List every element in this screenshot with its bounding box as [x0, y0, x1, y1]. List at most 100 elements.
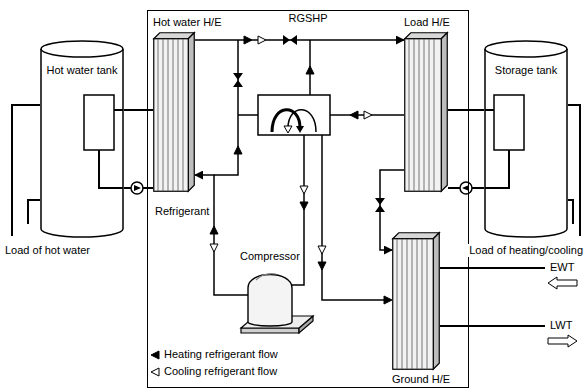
- suction-stub: [240, 294, 248, 296]
- legend: Heating refrigerant flowCooling refriger…: [150, 346, 278, 380]
- heat-exchanger-shape: [153, 32, 195, 192]
- pump-symbol: [462, 185, 469, 191]
- plate-front: [393, 239, 434, 370]
- valve-symbols: [233, 35, 385, 212]
- hot-water-tank: Hot water tank: [40, 40, 124, 238]
- heat-exchanger: Load H/E: [404, 32, 448, 192]
- compressor-shape: [240, 266, 314, 340]
- hollow-arrow: [548, 277, 577, 289]
- plate-top: [393, 233, 440, 239]
- load-label: Load of heating/cooling: [468, 244, 584, 257]
- component-label: Load H/E: [404, 16, 450, 29]
- coil-pipe: [99, 110, 123, 188]
- legend-symbol: [150, 367, 160, 377]
- refrigerant-pipe: [214, 40, 258, 175]
- valve-symbol: [375, 198, 385, 212]
- pump-symbol: [460, 182, 472, 194]
- heat-exchanger-shape: [404, 32, 448, 192]
- plate-top: [405, 33, 448, 39]
- flow-arrow: [300, 202, 308, 210]
- water-pipe: [568, 105, 580, 236]
- coil: [494, 95, 524, 150]
- refrigerant-pipes: [214, 40, 404, 300]
- flow-arrow: [244, 36, 252, 44]
- flow-arrows: [210, 36, 392, 304]
- pipe-label: Refrigerant: [154, 205, 210, 218]
- plate-top: [154, 33, 195, 39]
- refrigerant-line: [195, 175, 240, 295]
- heat-exchanger: Hot water H/E: [153, 32, 195, 192]
- flow-arrow: [210, 226, 218, 234]
- plate-side: [441, 33, 447, 192]
- flow-arrow: [306, 66, 314, 74]
- water-pipe: [28, 200, 40, 224]
- hollow-arrow: [548, 335, 577, 347]
- legend-arrow: [151, 368, 159, 376]
- legend-text: Heating refrigerant flow: [164, 348, 278, 361]
- heat-pump-housing: RGSHPHot water H/ELoad H/ECompressorGrou…: [147, 10, 469, 388]
- tank-rim: [485, 49, 567, 57]
- coil: [84, 95, 114, 150]
- legend-row: Cooling refrigerant flow: [150, 363, 278, 380]
- flow-arrow: [296, 126, 304, 133]
- component-label: Compressor: [240, 250, 300, 263]
- compressor-dome: [248, 275, 292, 327]
- storage-tank: Storage tank: [484, 40, 568, 238]
- flow-arrow: [318, 246, 326, 254]
- water-pipe: [568, 200, 573, 224]
- component-label: Ground H/E: [392, 373, 450, 386]
- ground-loop-pipe: [440, 267, 545, 269]
- load-label: Load of hot water: [4, 244, 91, 257]
- legend-row: Heating refrigerant flow: [150, 346, 278, 363]
- valve-symbol: [233, 73, 243, 87]
- dome-shine: [256, 274, 276, 280]
- coil-pipe: [485, 110, 509, 188]
- flow-arrow: [234, 146, 242, 154]
- valve-tube: [272, 110, 300, 132]
- flow-arrow: [284, 126, 292, 133]
- node-title: Hot water tank: [40, 64, 124, 77]
- flow-arrow: [364, 111, 372, 119]
- flow-arrow: [384, 296, 392, 304]
- flow-arrow: [258, 36, 266, 44]
- flow-label: EWT: [549, 261, 575, 274]
- tank-rim: [41, 49, 123, 57]
- legend-arrow: [151, 351, 159, 359]
- plates: [158, 39, 183, 191]
- flow-arrow: [210, 244, 218, 252]
- heat-exchanger-shape: [392, 232, 440, 370]
- flow-arrow: [350, 111, 358, 119]
- node-title: Storage tank: [484, 64, 568, 77]
- refrigerant-pipe: [292, 135, 304, 285]
- refrigerant-line: [195, 39, 404, 41]
- water-pipe: [448, 109, 484, 111]
- water-pipe: [12, 105, 40, 236]
- tank-body: [485, 41, 567, 237]
- tank-body: [41, 41, 123, 237]
- legend-text: Cooling refrigerant flow: [164, 365, 277, 378]
- plate-front: [405, 39, 442, 192]
- pump-symbol: [134, 185, 141, 191]
- water-pipe: [124, 109, 153, 111]
- plate-side: [188, 33, 194, 192]
- plates: [409, 39, 434, 191]
- refrigerant-pipe: [322, 135, 386, 300]
- flow-arrow: [300, 186, 308, 194]
- legend-symbol: [150, 350, 160, 360]
- reversing-valve: [258, 95, 330, 135]
- component-label: Hot water H/E: [153, 16, 221, 29]
- heat-exchanger: Ground H/E: [392, 232, 440, 370]
- flow-direction-arrows: [548, 277, 577, 347]
- ground-loop-pipe: [440, 325, 545, 327]
- valve-body: [258, 95, 330, 135]
- plate-front: [154, 39, 189, 192]
- plate-side: [433, 233, 439, 370]
- base-plate: [241, 328, 299, 333]
- plates: [397, 239, 427, 369]
- flow-label: LWT: [549, 319, 573, 332]
- pump-symbol: [131, 182, 143, 194]
- compressor: Compressor: [240, 266, 314, 340]
- valve-symbol: [283, 35, 297, 45]
- valve-tube: [288, 110, 316, 132]
